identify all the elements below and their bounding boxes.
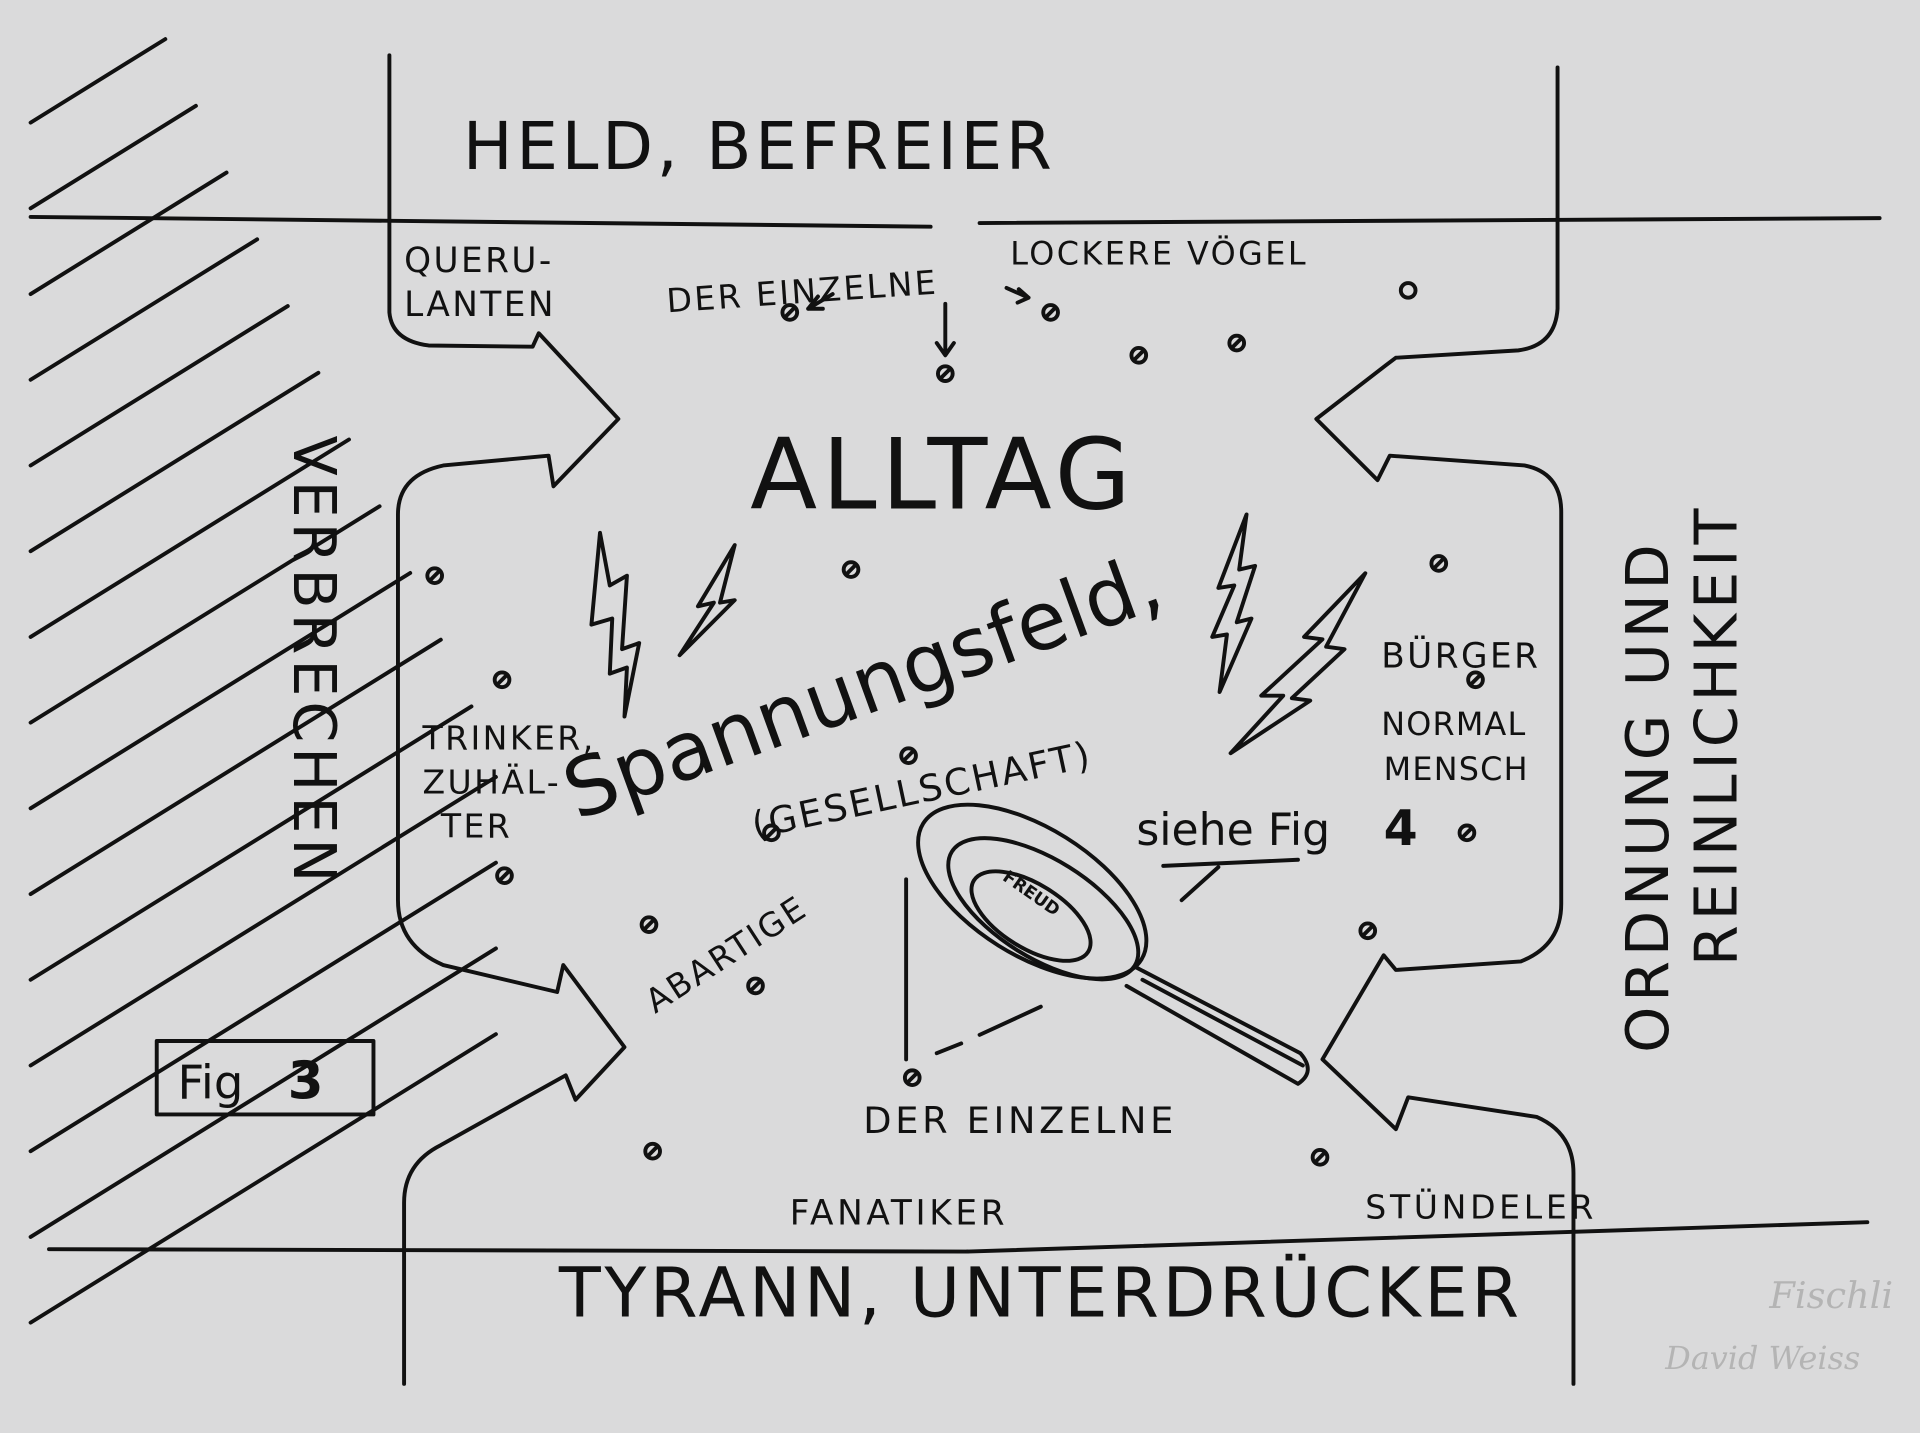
hatch-line	[28, 237, 260, 382]
hatch-line	[28, 504, 382, 725]
individual-dot	[639, 915, 659, 934]
see-fig-number: 4	[1384, 800, 1418, 857]
individual-dot	[746, 976, 765, 996]
lightning-bolt-icon	[1210, 512, 1258, 694]
hatch-line	[28, 775, 498, 1068]
fig-number: 3	[288, 1052, 324, 1112]
hatch-line	[28, 704, 474, 982]
individual-dot	[425, 566, 444, 585]
hatch-line	[28, 170, 229, 297]
arrow-icon	[806, 292, 835, 311]
individual-dot	[780, 303, 800, 322]
bottom-divider-line	[47, 1247, 970, 1254]
label-querulanten: QUERU-	[404, 241, 554, 281]
label-trinker-3: TER	[440, 807, 512, 846]
bottom-title: TYRANN, UNTERDRÜCKER	[558, 1253, 1523, 1334]
hatch-line	[28, 103, 198, 211]
individual-dot	[936, 364, 955, 383]
individual-dot	[1129, 345, 1149, 365]
individual-dot	[902, 1068, 922, 1088]
left-label: VERBRECHEN	[280, 436, 349, 888]
individual-dot	[1466, 670, 1485, 690]
individuals-dots	[425, 281, 1485, 1167]
hatch-line	[28, 304, 290, 468]
signature-fischli: Fischli	[1768, 1274, 1893, 1317]
label-lockere-voegel: LOCKERE VÖGEL	[1010, 235, 1308, 273]
individual-dot	[1310, 1148, 1330, 1167]
label-stuendeler: STÜNDELER	[1365, 1187, 1597, 1227]
center-title: ALLTAG	[750, 418, 1135, 532]
hatch-line	[28, 370, 321, 554]
individual-dot	[899, 746, 918, 765]
right-label-2: REINLICHKEIT	[1681, 504, 1750, 966]
label-querulanten-2: LANTEN	[404, 285, 556, 325]
hatch-line	[28, 437, 351, 639]
hatch-line	[28, 637, 443, 897]
fig-label: Fig	[178, 1056, 244, 1110]
label-einzelne-top: DER EINZELNE	[665, 263, 939, 321]
right-label-1: ORDNUNG UND	[1613, 539, 1682, 1053]
individual-dot	[841, 560, 861, 579]
hatch-line	[28, 1032, 498, 1325]
arrow-icon	[1004, 285, 1031, 305]
label-einzelne-bottom: DER EINZELNE	[863, 1099, 1177, 1142]
individual-dot	[1429, 554, 1449, 573]
top-divider-line	[28, 214, 933, 229]
lightning-bolt-icon	[1228, 571, 1368, 756]
magnifying-glass-icon	[904, 802, 1310, 1086]
top-divider-line-right	[977, 216, 1882, 225]
hatch-line	[28, 860, 498, 1154]
label-trinker: TRINKER,	[421, 719, 595, 758]
label-fanatiker: FANATIKER	[790, 1194, 1008, 1234]
see-fig-text: siehe Fig	[1136, 805, 1330, 856]
individual-dot	[495, 866, 514, 885]
individual-dot	[1227, 333, 1247, 353]
top-title: HELD, BEFREIER	[463, 108, 1056, 185]
lightning-bolt-icon	[677, 543, 737, 658]
label-buerger: BÜRGER	[1381, 636, 1540, 677]
individual-dot	[762, 823, 781, 843]
label-trinker-2: ZUHÄL-	[422, 763, 561, 802]
hatch-line	[28, 946, 498, 1239]
individual-dot	[1358, 921, 1378, 941]
label-mensch: MENSCH	[1384, 750, 1529, 788]
fig-3-box	[154, 1039, 376, 1117]
left-arrows-boundary	[387, 53, 627, 1386]
individual-dot	[492, 670, 512, 690]
individual-dot	[643, 1141, 662, 1161]
right-arrows-boundary	[1314, 65, 1576, 1386]
signature-weiss: David Weiss	[1664, 1339, 1860, 1377]
lightning-bolt-icon	[589, 530, 642, 719]
arrow-down-icon	[934, 301, 956, 358]
individual-dot	[1457, 823, 1477, 843]
hatch-line	[28, 571, 413, 811]
hatching-crime-zone	[28, 37, 498, 1325]
individual-dot-empty	[1398, 281, 1418, 300]
individual-dot	[1041, 303, 1060, 322]
label-normal: NORMAL	[1381, 705, 1526, 743]
hatch-line	[28, 37, 168, 125]
bottom-divider-line-right	[965, 1220, 1870, 1254]
label-abartige: ABARTIGE	[638, 888, 814, 1021]
